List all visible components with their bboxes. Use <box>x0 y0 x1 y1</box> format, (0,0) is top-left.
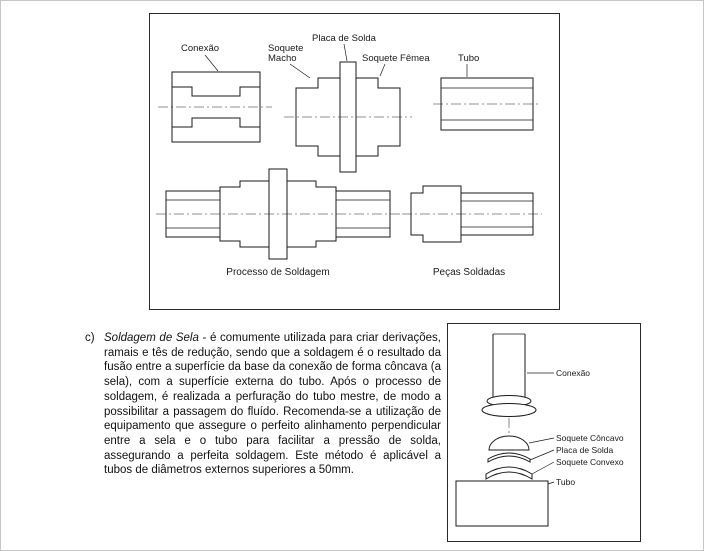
label-soquete-macho-line2: Macho <box>268 53 297 64</box>
coupling-wall-bottom <box>171 117 261 143</box>
welded-pipe-outline <box>460 192 534 236</box>
pipe-outline <box>440 77 534 131</box>
female-socket-body <box>355 77 401 157</box>
concave-socket <box>488 435 530 451</box>
leader-line <box>379 63 386 77</box>
paragraph-text: - é comumente utilizada para criar deriv… <box>104 332 442 477</box>
diagram-pipe: Tubo <box>433 53 541 131</box>
label-soquete-macho-line1: Soquete <box>268 43 303 54</box>
leader-line <box>529 449 555 461</box>
figure-socket-welding: Conexão Soquete Macho Placa de Solda Soq… <box>149 13 560 310</box>
coupling-right <box>286 180 337 248</box>
figure-saddle-welding: Conexão Soquete Côncavo Placa de Solda S… <box>447 323 641 542</box>
leader-line <box>528 437 555 444</box>
label-placa-de-solda: Placa de Solda <box>312 33 377 44</box>
diagram-welding-process: Processo de Soldagem <box>156 168 400 278</box>
leader-line <box>289 63 311 79</box>
paragraph-body: Soldagem de Sela - é comumente utilizada… <box>104 331 441 478</box>
label-tubo: Tubo <box>458 53 479 64</box>
welded-coupling <box>410 185 462 243</box>
label-soquete-convexo: Soquete Convexo <box>556 457 624 467</box>
coupling-wall-top <box>171 71 261 97</box>
leader-line <box>204 54 219 72</box>
saddle-fitting: Conexão <box>481 333 590 417</box>
caption-processo-de-soldagem: Processo de Soldagem <box>226 267 329 278</box>
label-soquete-femea: Soquete Fêmea <box>362 53 430 64</box>
welding-plate <box>487 452 531 463</box>
diagram-heating-plate-assembly: Soquete Macho Placa de Solda Soquete Fêm… <box>268 33 430 173</box>
saddle-welding-diagram: Conexão Soquete Côncavo Placa de Solda S… <box>455 333 624 527</box>
label-conexao: Conexão <box>181 43 219 54</box>
paragraph-lead-italic: Soldagem de Sela <box>104 332 199 344</box>
pipe-outline <box>455 480 549 527</box>
pipe-right-outline <box>335 190 391 238</box>
saddle-heating-tool: Soquete Côncavo Placa de Solda Soquete C… <box>485 433 624 480</box>
label-soquete-concavo: Soquete Côncavo <box>556 433 624 443</box>
label-placa-de-solda: Placa de Solda <box>556 445 613 455</box>
label-conexao: Conexão <box>556 368 590 378</box>
fitting-bell-lower <box>481 403 537 417</box>
saddle-main-pipe: Tubo <box>455 477 575 527</box>
leader-line <box>343 43 348 62</box>
convex-socket <box>485 466 533 480</box>
label-tubo: Tubo <box>556 477 575 487</box>
paragraph-soldagem-de-sela: c) Soldagem de Sela - é comumente utiliz… <box>85 331 441 478</box>
list-marker: c) <box>85 332 95 344</box>
coupling-left <box>219 180 270 248</box>
diagram-welded-parts: Peças Soldadas <box>402 185 542 278</box>
leader-line <box>531 461 555 475</box>
socket-welding-diagram: Conexão Soquete Macho Placa de Solda Soq… <box>156 33 542 278</box>
leader-line <box>547 481 555 485</box>
caption-pecas-soldadas: Peças Soldadas <box>433 267 505 278</box>
diagram-coupling: Conexão <box>158 43 272 143</box>
